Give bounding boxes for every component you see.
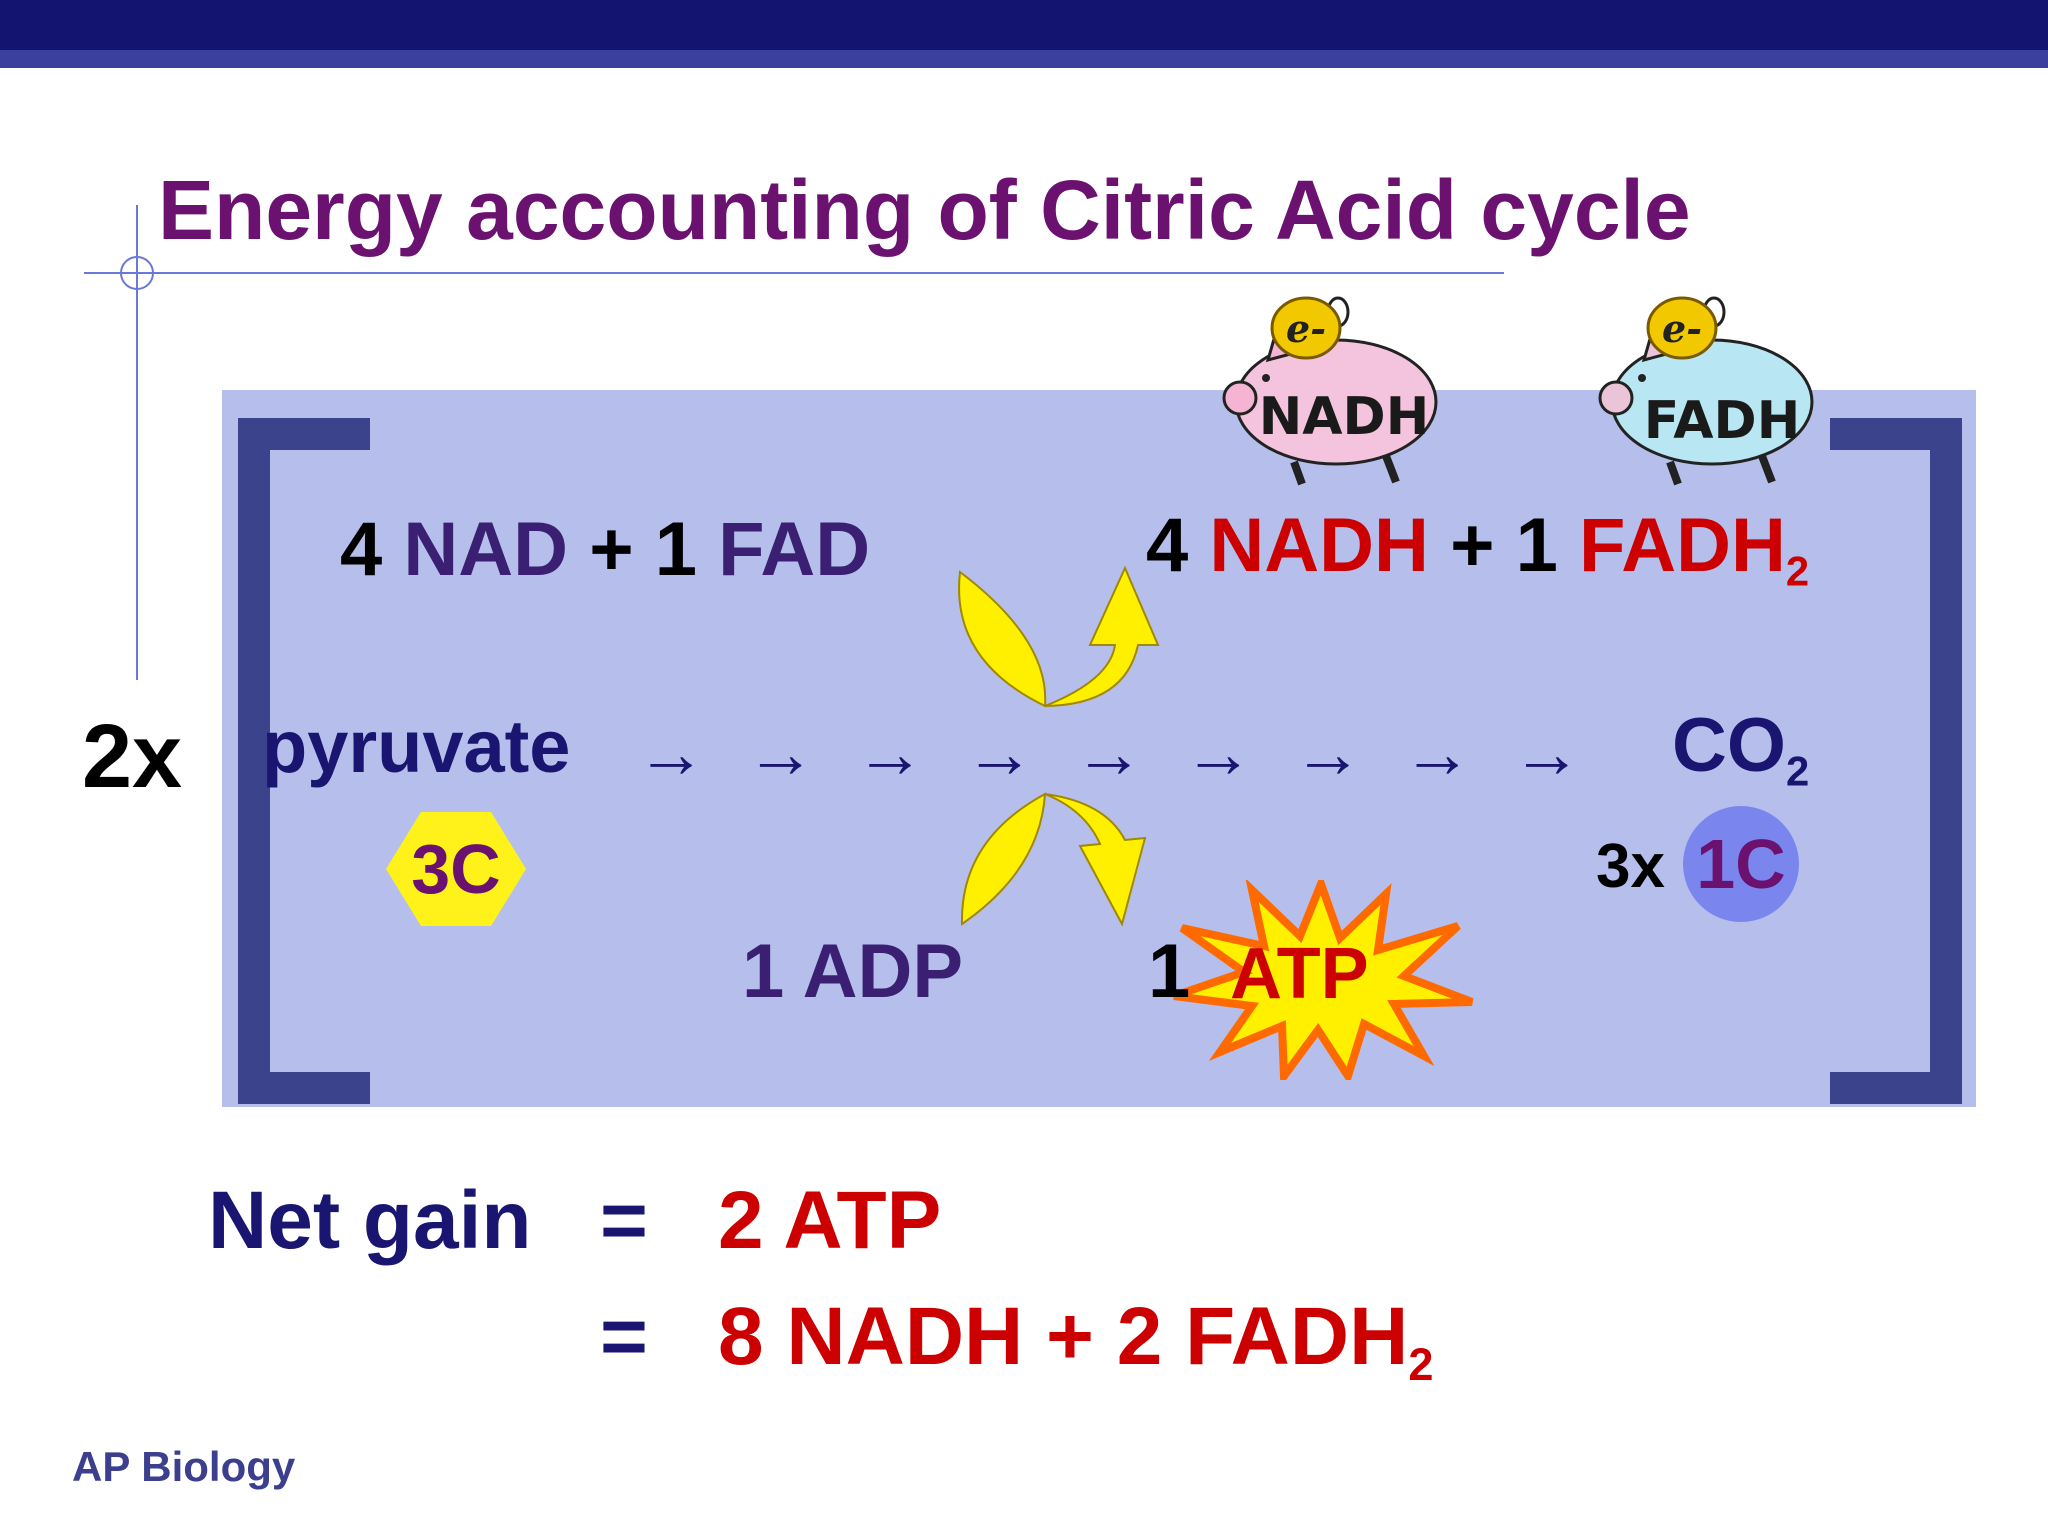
net-gain-electron-carriers: 8 NADH + 2 FADH2 — [718, 1296, 1433, 1387]
reactants-plus: + — [589, 507, 634, 592]
nadh-coin-text: e- — [1286, 306, 1326, 351]
adp-label: 1 ADP — [742, 929, 964, 1014]
co2-multiplier: 3x — [1596, 832, 1665, 901]
adp-in-arrow — [960, 792, 1047, 926]
net-gain-label: Net gain — [208, 1175, 532, 1266]
left-bracket — [238, 418, 370, 1104]
adp-row: 1 ADP — [742, 934, 963, 1010]
multiplier: 2x — [82, 707, 183, 807]
three-carbon-hexagon — [386, 812, 526, 926]
fadh-subscript: 2 — [1785, 547, 1810, 595]
atp-count: 1 — [1148, 929, 1191, 1014]
nadh-out-arrow — [1044, 565, 1160, 707]
net-gain-equals-2: = — [600, 1291, 648, 1382]
coupling-arrows-graphic — [958, 565, 1160, 927]
title-guide-vertical — [136, 205, 138, 680]
header-bar-stripe — [0, 50, 2048, 68]
crosshair-icon — [120, 256, 154, 290]
fad-count: 1 — [654, 507, 697, 592]
fadh-label: FADH2 — [1579, 503, 1809, 593]
fadh-piggy-text: FADH — [1644, 391, 1800, 451]
reactants: 4 NAD + 1 FAD — [340, 512, 870, 588]
nadh-count: 4 — [1146, 503, 1189, 588]
pyruvate-label: pyruvate — [262, 705, 571, 788]
one-carbon-label: 1C — [1696, 825, 1786, 903]
net-gain-atp: 2 ATP — [718, 1175, 942, 1266]
fad-label: FAD — [718, 507, 871, 592]
atp-out-arrow — [1044, 793, 1147, 927]
net-gain-equals-1: = — [600, 1175, 648, 1266]
products: 4 NADH + 1 FADH2 — [1146, 508, 1809, 593]
co2-subscript: 2 — [1786, 747, 1810, 795]
co2-label: CO2 — [1672, 708, 1809, 793]
three-carbon-label: 3C — [411, 830, 501, 908]
fadh-coin-text: e- — [1662, 306, 1702, 351]
products-plus: + — [1450, 503, 1495, 588]
nad-in-arrow — [958, 570, 1047, 708]
fadh-piggy-bank-icon: e- FADH — [1598, 296, 1814, 486]
atp-label: ATP — [1230, 934, 1369, 1014]
nadh-piggy-text: NADH — [1259, 387, 1429, 447]
one-carbon-circle — [1683, 806, 1799, 922]
title-guide-horizontal — [84, 272, 1504, 274]
nad-label: NAD — [403, 507, 569, 592]
net-gain-subscript: 2 — [1408, 1338, 1434, 1390]
co2-text: CO — [1672, 703, 1786, 788]
right-bracket — [1830, 418, 1962, 1104]
pathway-arrows: → → → → → → → → → — [636, 714, 1582, 792]
nad-count: 4 — [340, 507, 383, 592]
header-bar — [0, 0, 2048, 50]
starburst-icon — [1172, 880, 1474, 1080]
equation-panel — [222, 390, 1976, 1107]
footer-label: AP Biology — [72, 1443, 296, 1490]
net-gain-carriers-text: 8 NADH + 2 FADH — [718, 1291, 1409, 1382]
nadh-label: NADH — [1209, 503, 1429, 588]
slide-title: Energy accounting of Citric Acid cycle — [158, 163, 1691, 257]
fadh-text: FADH — [1579, 503, 1786, 588]
nadh-piggy-bank-icon: e- NADH — [1222, 296, 1438, 486]
fadh-count: 1 — [1515, 503, 1558, 588]
